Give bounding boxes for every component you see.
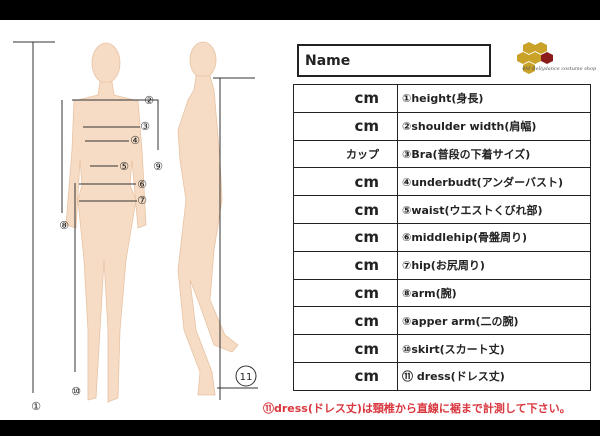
measurement-label: ⑧arm(腕) [397,278,591,308]
top-black-bar [0,0,600,20]
marker-8: ⑧ [59,219,69,232]
side-figure [177,41,239,396]
name-field[interactable]: Name [297,44,491,77]
measurement-label: ⑪ dress(ドレス丈) [397,361,591,391]
marker-1: ① [31,400,41,413]
measurement-input[interactable]: cm [293,250,398,280]
marker-11: 11 [240,372,253,383]
measurement-label: ①height(身長) [397,84,591,113]
marker-3: ③ [140,120,150,133]
marker-2: ② [144,94,154,107]
measurement-input[interactable]: cm [293,361,398,391]
logo-honeycomb-icon [517,42,553,74]
measurement-input[interactable]: cm [293,278,398,308]
marker-10: ⑩ [71,385,81,398]
measurement-label: ⑥middlehip(骨盤周り) [397,222,591,252]
measurement-diagram: ① ② ③ ④ ⑤ ⑥ ⑦ ⑧ ⑨ ⑩ 11 [13,41,258,413]
measurement-input[interactable]: cm [293,195,398,224]
measurement-input[interactable]: cm [293,84,398,113]
measurement-input[interactable]: カップ [293,139,398,169]
measurement-input[interactable]: cm [293,334,398,363]
measurement-label: ③Bra(普段の下着サイズ) [397,139,591,169]
marker-5: ⑤ [119,160,129,173]
measurement-label: ②shoulder width(肩幅) [397,111,591,141]
measurement-label: ⑤waist(ウエストくびれ部) [397,195,591,224]
measurement-label: ④underbudt(アンダーバスト) [397,167,591,197]
marker-4: ④ [130,134,140,147]
measurement-label: ⑨apper arm(二の腕) [397,306,591,336]
measurement-input[interactable]: cm [293,111,398,141]
marker-9: ⑨ [153,160,163,173]
dress-note: ⑪dress(ドレス丈)は頸椎から直線に裾まで計測して下さい。 [263,402,571,415]
bottom-black-bar [0,420,600,436]
measurement-input[interactable]: cm [293,222,398,252]
measurement-label: ⑩skirt(スカート丈) [397,334,591,363]
front-figure [65,42,147,403]
measurement-input[interactable]: cm [293,167,398,197]
upper-arm-line [143,99,159,150]
measurement-input[interactable]: cm [293,306,398,336]
logo-text: 4M Bellydance costume shop [522,66,597,72]
measurement-label: ⑦hip(お尻周り) [397,250,591,280]
marker-7: ⑦ [137,194,147,207]
marker-6: ⑥ [137,178,147,191]
